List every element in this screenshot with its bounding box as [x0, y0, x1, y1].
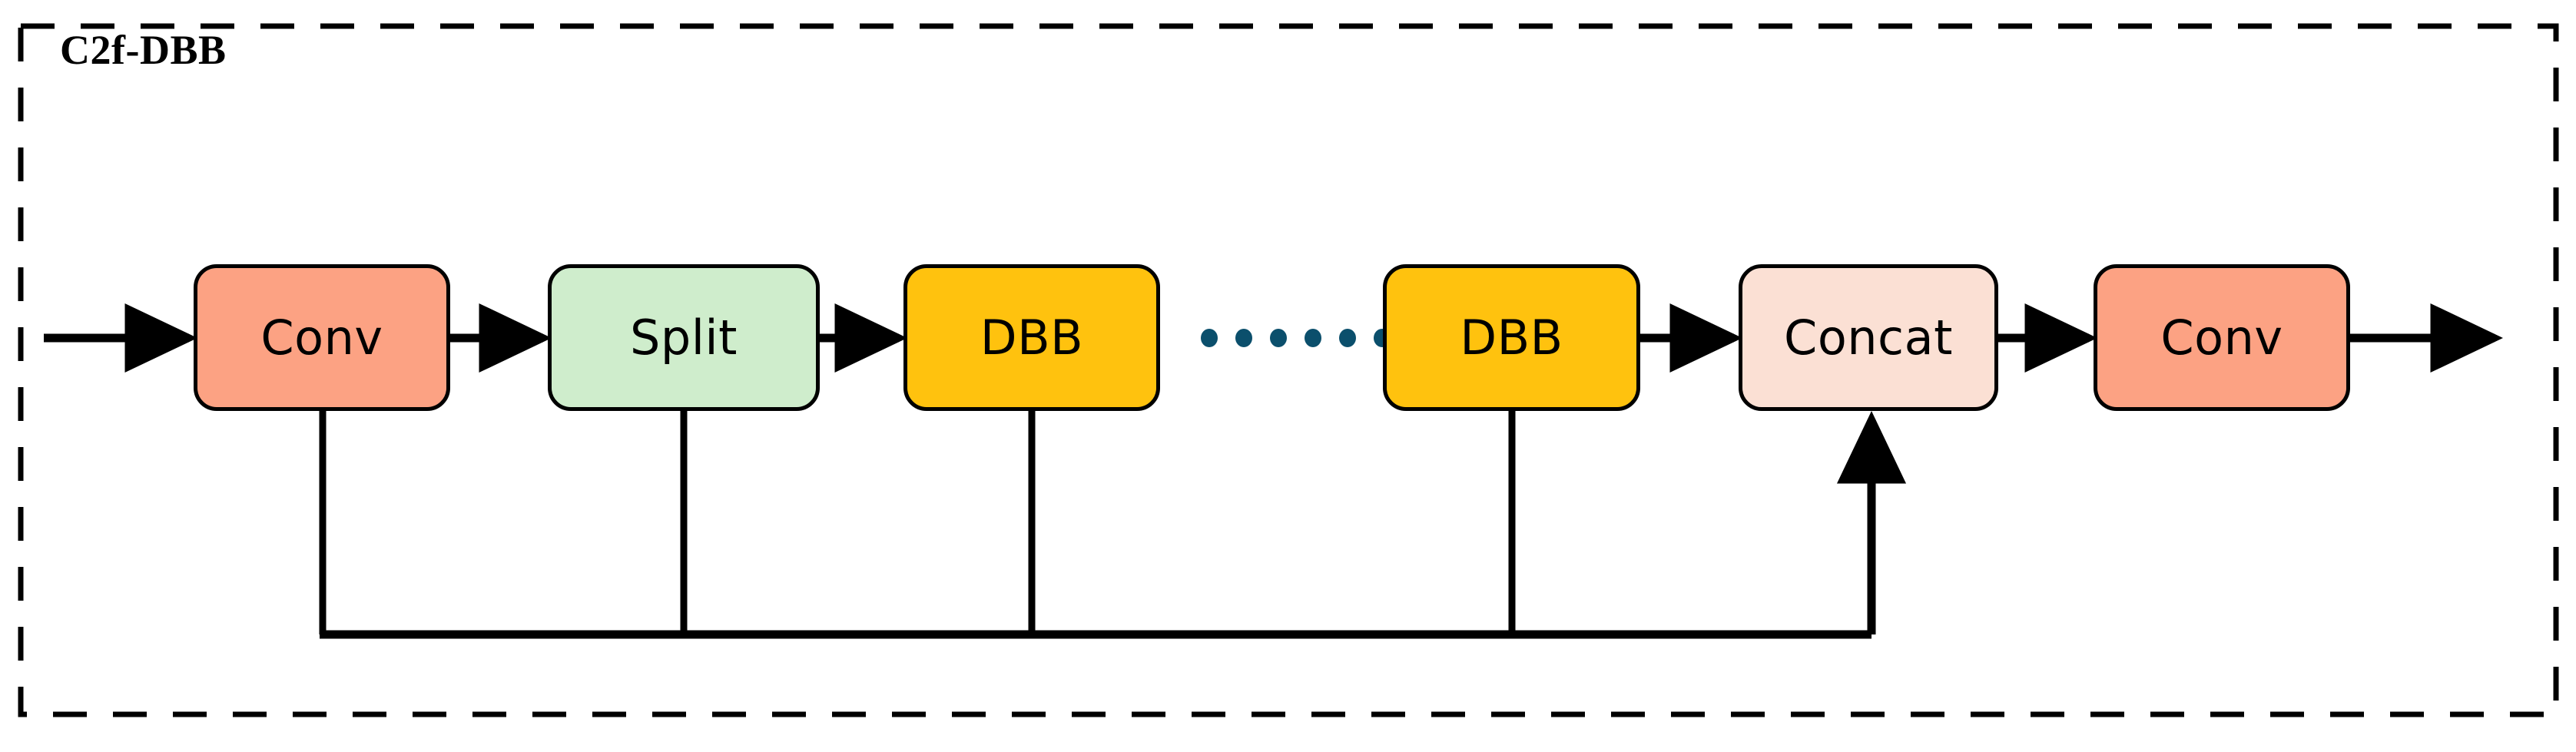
ellipsis-dot	[1235, 329, 1252, 347]
node-label-conv-input: Conv	[260, 309, 383, 366]
module-dashed-border	[18, 23, 2559, 717]
ellipsis-dot	[1270, 329, 1287, 347]
node-label-dbb-last: DBB	[1460, 309, 1563, 366]
node-dbb-first[interactable]: DBB	[903, 264, 1160, 411]
ellipsis-dot	[1339, 329, 1356, 347]
ellipsis-dot	[1201, 329, 1218, 347]
node-concat[interactable]: Concat	[1739, 264, 1998, 411]
node-label-split: Split	[630, 309, 738, 366]
node-conv-output[interactable]: Conv	[2094, 264, 2350, 411]
node-dbb-last[interactable]: DBB	[1383, 264, 1640, 411]
node-split[interactable]: Split	[548, 264, 820, 411]
repeated-dbb-ellipsis-icon	[1201, 329, 1391, 347]
ellipsis-dot	[1305, 329, 1321, 347]
node-conv-input[interactable]: Conv	[194, 264, 450, 411]
node-label-concat: Concat	[1784, 309, 1953, 366]
node-label-dbb-first: DBB	[980, 309, 1084, 366]
node-label-conv-output: Conv	[2160, 309, 2283, 366]
page-title: C2f-DBB	[60, 27, 227, 73]
